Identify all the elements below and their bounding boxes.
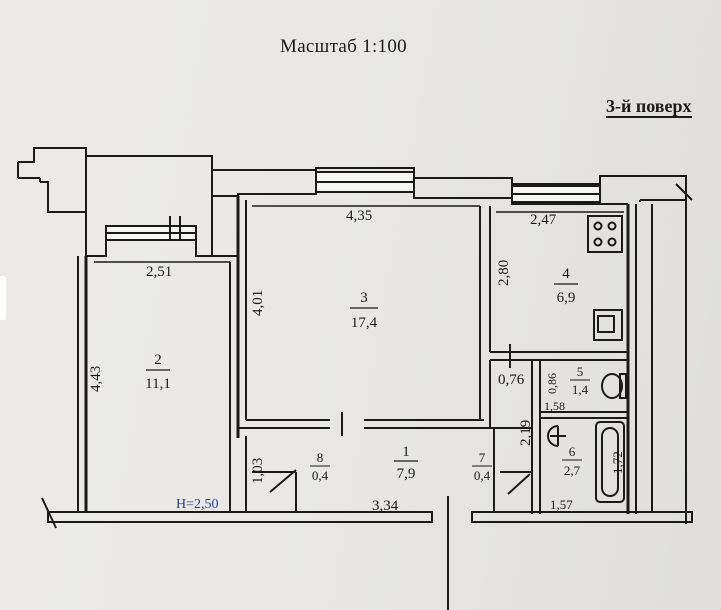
room-2-number: 2 [154, 352, 162, 368]
room-6-area: 2,7 [564, 463, 581, 478]
exterior-wall [17, 147, 687, 257]
scale-title: Масштаб 1:100 [280, 36, 407, 57]
dim-wc-depth: 0,86 [545, 373, 559, 394]
dim-bath-width: 1,57 [550, 497, 573, 512]
dim-niche-width: 0,76 [498, 372, 525, 388]
dimension-ticks [94, 205, 624, 513]
room-8-number: 8 [317, 450, 324, 465]
room-7-area: 0,4 [474, 468, 491, 483]
edge-tab [0, 276, 6, 320]
dim-bathtub-length: 1,72 [610, 451, 625, 474]
room-5-area: 1,4 [572, 382, 589, 397]
room-5-number: 5 [577, 364, 584, 379]
room-8-area: 0,4 [312, 468, 329, 483]
dim-corridor-depth: 1,03 [250, 458, 266, 484]
room4-walls [490, 204, 637, 514]
room-2-area: 11,1 [145, 376, 171, 392]
room-1-area: 7,9 [397, 466, 416, 482]
dim-room4-length: 2,80 [496, 260, 512, 286]
dim-corridor-width: 3,34 [372, 498, 399, 514]
washbasin-icon [547, 425, 566, 447]
bathtub-icon [595, 421, 625, 503]
stove-icon [587, 215, 623, 253]
dim-room3-width: 4,35 [346, 208, 372, 224]
dim-room4-width: 2,47 [530, 212, 557, 228]
room3-walls [236, 196, 494, 436]
dim-room2-width: 2,51 [146, 264, 172, 280]
room-4-area: 6,9 [557, 290, 576, 306]
room-1-number: 1 [402, 444, 410, 460]
bottom-wall [41, 496, 693, 610]
dimension-labels: 2,51 4,43 4,35 4,01 2,47 2,80 3,34 1,03 … [88, 208, 625, 514]
dim-bath-depth: 2,19 [518, 420, 534, 446]
dim-room3-length: 4,01 [250, 290, 266, 316]
room-labels: 2 11,1 3 17,4 4 6,9 5 1,4 6 2,7 1 7,9 7 … [145, 266, 590, 483]
window-room3 [315, 171, 415, 193]
kitchen-sink-icon [593, 309, 623, 341]
wc-walls [489, 360, 628, 514]
dim-room2-length: 4,43 [88, 366, 104, 392]
room-3-area: 17,4 [351, 315, 378, 331]
window-room4 [511, 185, 601, 203]
right-wall [651, 183, 693, 524]
room-6-number: 6 [569, 444, 576, 459]
toilet-icon [601, 373, 627, 399]
room-7-number: 7 [479, 450, 486, 465]
dim-wc-width: 1,58 [544, 399, 565, 413]
corridor-walls [245, 428, 532, 512]
window-room2 [105, 216, 197, 241]
room-3-number: 3 [360, 290, 368, 306]
floor-title: 3-й поверх [606, 96, 692, 118]
room-4-number: 4 [562, 266, 570, 282]
ceiling-height-label: Н=2,50 [176, 497, 219, 512]
